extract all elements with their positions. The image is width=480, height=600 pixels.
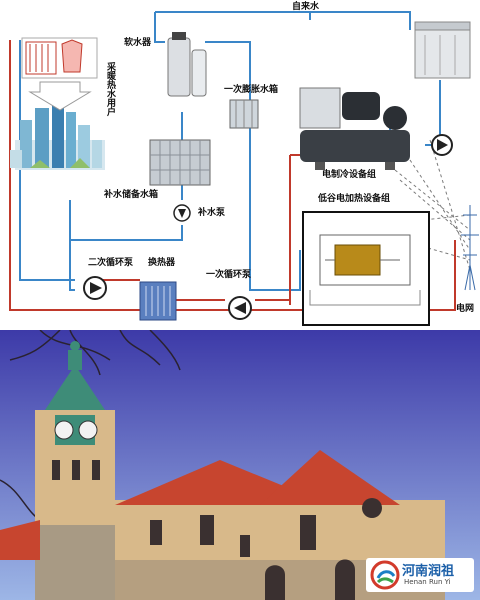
label-makeup-pump: 补水泵 [198,208,226,218]
building-photo: 河南润祖 Henan Run Yi [0,330,480,600]
electric-chiller-icon [299,87,410,170]
heat-exchanger-icon [139,281,177,321]
label-heating-users: 采暖热水用户 [105,62,115,116]
radiator-panel-icon [21,37,98,79]
diagram-canvas [9,11,479,326]
watermark-name: 河南润祖 [402,564,455,579]
label-primary-circulation-pump: 一次循环泵 [206,270,252,280]
label-secondary-circulation-pump: 二次循环泵 [88,258,134,268]
primary-expansion-tank-icon [229,99,259,129]
chiller-pump-icon [431,134,453,156]
down-arrow-icon [28,81,92,111]
label-tap-water: 自来水 [292,2,320,12]
watermark: 河南润祖 Henan Run Yi [366,558,474,592]
watermark-subtitle: Henan Run Yi [404,578,451,586]
power-grid-pylon-icon [461,205,479,291]
electric-heating-unit-box [302,211,430,326]
city-buildings-icon [10,100,105,170]
label-makeup-water-storage-tank: 补水储备水箱 [104,190,159,200]
brand-logo-icon [370,560,400,590]
label-electric-chiller-unit: 电制冷设备组 [322,170,377,180]
building-photo-canvas [0,330,480,600]
secondary-circulation-pump-icon [83,276,107,300]
clock-tower [35,341,115,600]
label-water-softener: 软水器 [124,38,152,48]
label-low-valley-electric-heating-unit: 低谷电加热设备组 [318,194,391,204]
cooling-tower-icon [414,21,471,79]
label-heat-exchanger: 换热器 [148,258,176,268]
water-softener-icon [167,32,207,97]
makeup-pump-icon [173,204,191,222]
primary-circulation-pump-icon [228,296,252,320]
makeup-water-storage-tank-icon [149,139,211,186]
heating-system-diagram: 自来水 软水器 一次膨胀水箱 采暖热水用户 补水储备水箱 补水泵 二次循环泵 换… [9,2,479,326]
main-building [0,450,445,600]
label-power-grid: 电网 [456,304,475,314]
label-primary-expansion-tank: 一次膨胀水箱 [224,85,279,95]
